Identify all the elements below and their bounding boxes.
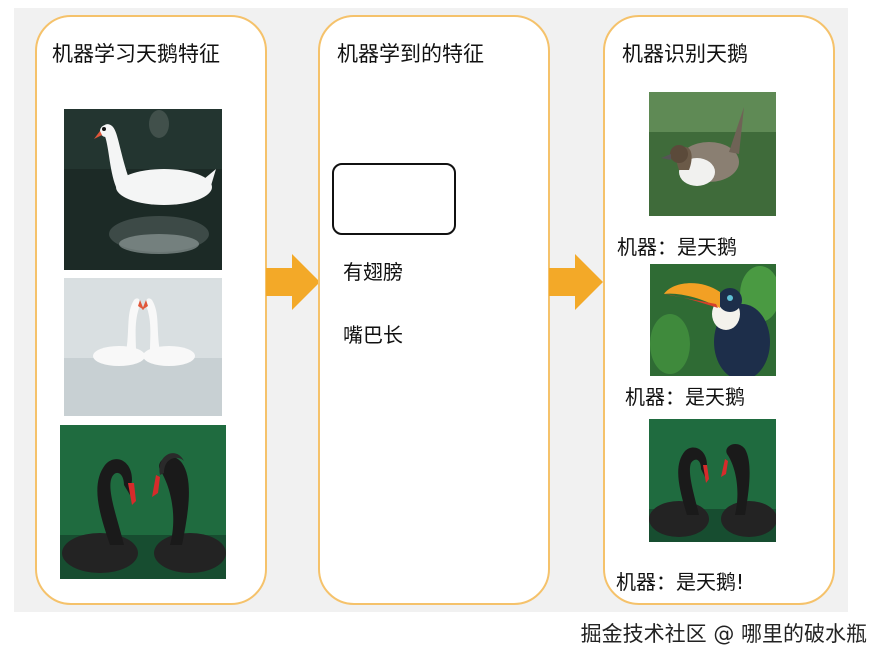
photo-black-swans-heart — [60, 425, 226, 579]
panel-learn-title: 机器学习天鹅特征 — [52, 42, 220, 66]
photo-duck — [649, 92, 776, 216]
feature-long-beak: 嘴巴长 — [343, 323, 403, 347]
photo-white-swans-heart — [64, 278, 222, 416]
photo-white-swan-lake — [64, 109, 222, 270]
arrow-right-icon — [549, 254, 603, 310]
watermark: 掘金技术社区 @ 哪里的破水瓶 — [580, 622, 867, 646]
verdict-toucan: 机器：是天鹅 — [625, 385, 745, 409]
feature-placeholder-box — [332, 163, 456, 235]
feature-wings: 有翅膀 — [343, 260, 403, 284]
photo-black-swans — [649, 419, 776, 542]
panel-features-title: 机器学到的特征 — [337, 42, 484, 66]
verdict-duck: 机器：是天鹅 — [617, 235, 737, 259]
panel-learned-features — [318, 15, 550, 605]
panel-recognize-title: 机器识别天鹅 — [622, 42, 748, 66]
photo-toucan — [650, 264, 776, 376]
arrow-right-icon — [266, 254, 320, 310]
verdict-black-swans: 机器：是天鹅! — [616, 570, 745, 594]
